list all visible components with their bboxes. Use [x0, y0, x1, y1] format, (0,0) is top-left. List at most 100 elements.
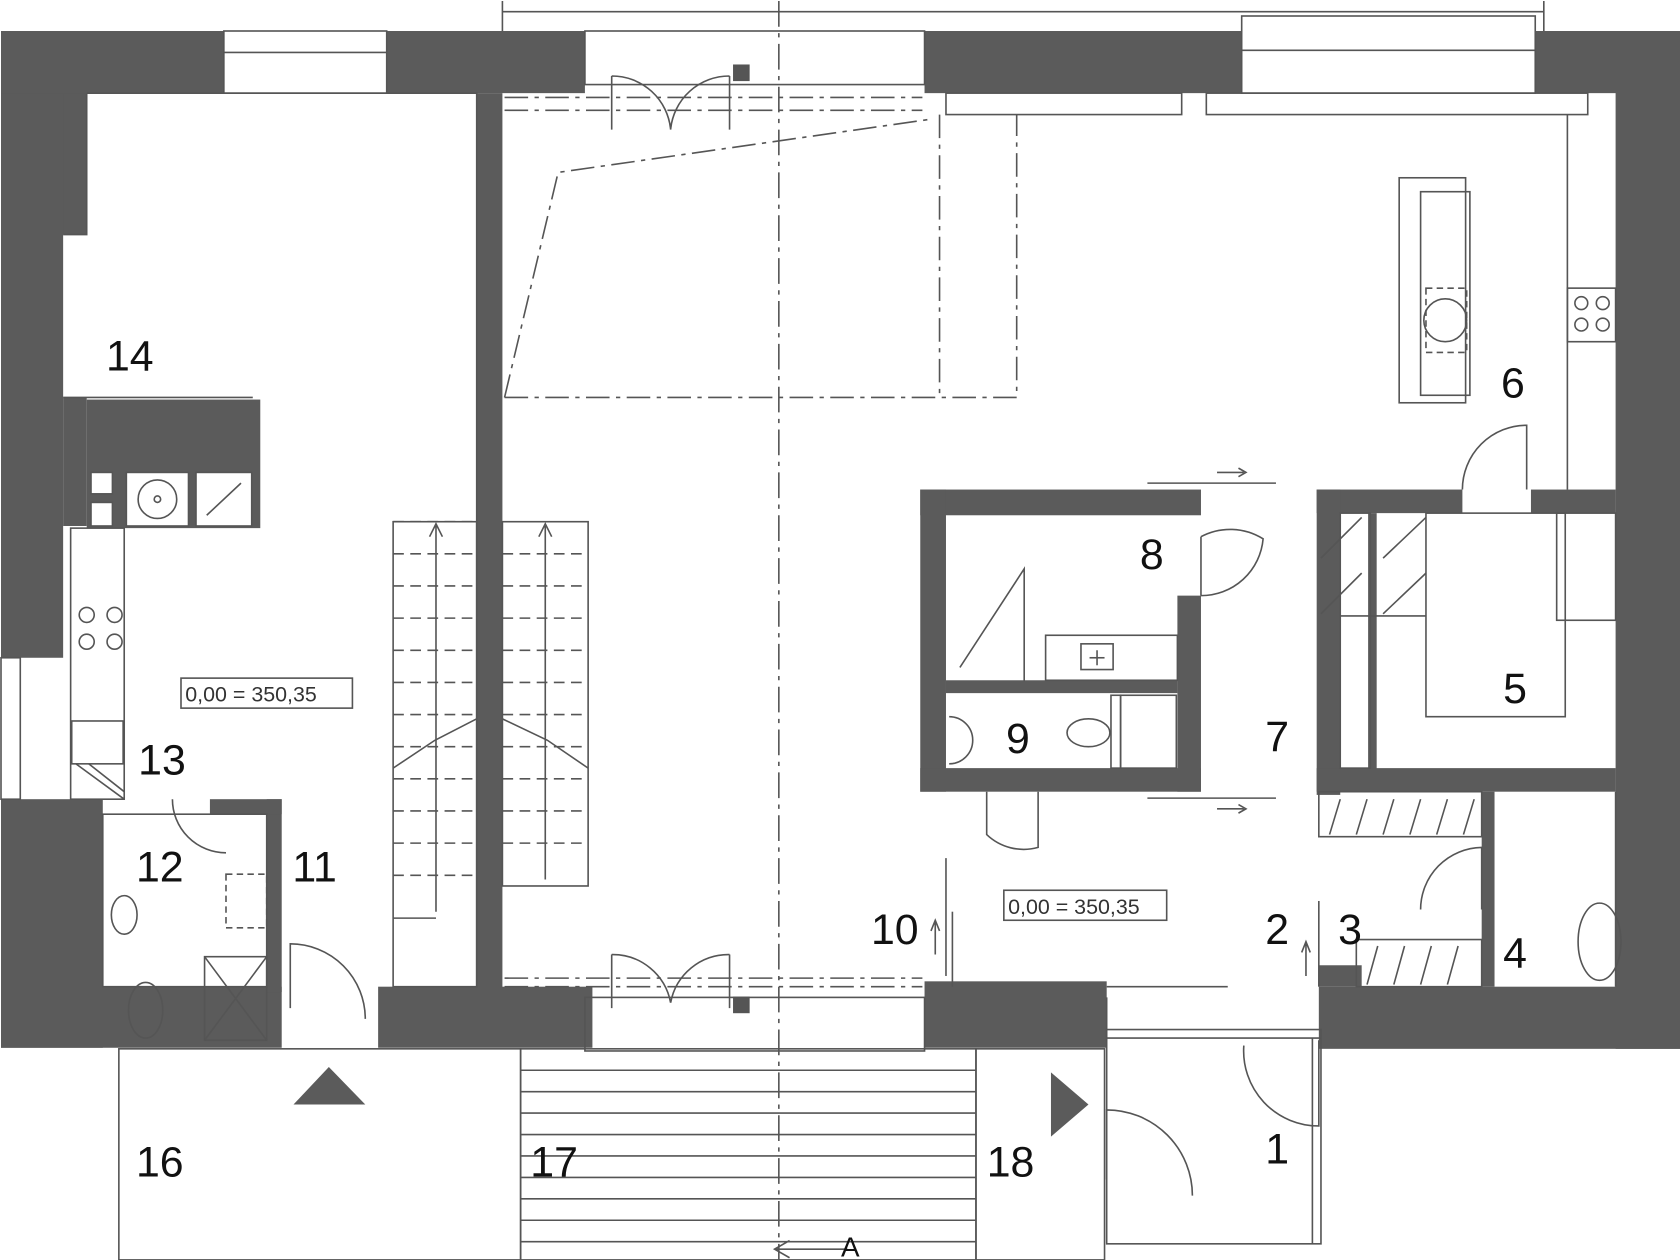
door-swing-icon [610, 75, 731, 130]
room-label-7: 7 [1265, 713, 1289, 761]
void-outline [503, 118, 934, 398]
door-frame-bottom [584, 996, 926, 1052]
wall-top-left-2 [386, 30, 585, 94]
wall-right [1615, 30, 1680, 1049]
door-frame-top [584, 30, 926, 86]
room-label-18: 18 [987, 1138, 1035, 1186]
passage-arrow [1147, 797, 1276, 814]
sink-icon [137, 479, 178, 520]
main-doors [584, 30, 926, 1052]
passage-arrow [1147, 467, 1276, 484]
room-label-8: 8 [1140, 531, 1164, 579]
entrance-arrow-icon [293, 1067, 366, 1105]
room-label-17: 17 [530, 1138, 578, 1186]
wall-wc-left [920, 489, 946, 792]
stair-left [392, 520, 478, 988]
wall-bottom-right [1318, 986, 1680, 1049]
window-left [0, 656, 22, 800]
sink-icon [1423, 298, 1468, 343]
fixtures [78, 287, 1610, 651]
wall-r5-mid [1368, 513, 1377, 771]
door-swing-icon [1461, 424, 1528, 490]
room-labels: 1 2 3 4 5 6 7 8 9 10 11 12 13 14 16 17 1… [106, 333, 1527, 1187]
door-swing-icon [1419, 846, 1483, 910]
stove-icon [78, 606, 96, 624]
stair-arrow-icon [538, 522, 553, 880]
stair-arrow-icon [1300, 939, 1311, 976]
closet-3-upper [1318, 790, 1483, 838]
wall-r3-bottom [1318, 965, 1362, 987]
section-arrow [772, 1239, 848, 1259]
wall-bottom-mid-1 [378, 986, 593, 1048]
toilet-icon [1577, 902, 1622, 982]
wall-bottom-left [1, 986, 282, 1048]
wall-wc-top [920, 489, 1201, 516]
wall-r5-bottom [1316, 768, 1616, 792]
window-top-4 [1205, 92, 1589, 116]
window-top-2 [1240, 15, 1537, 94]
wall-bath12-right [266, 799, 282, 993]
wall-r4-left [1481, 791, 1495, 987]
window-top-1 [223, 30, 388, 94]
entrance-arrow-icon [1050, 1072, 1089, 1137]
level-text: 0,00 = 350,35 [1008, 895, 1140, 919]
sink-icon [949, 715, 974, 765]
wall-bottom-mid-2 [924, 981, 1107, 1048]
closet-3-lower [1355, 938, 1483, 988]
door-swing-icon [1242, 1040, 1320, 1127]
door-swing-icon [1105, 1109, 1194, 1196]
room-label-10: 10 [871, 906, 919, 954]
room-label-4: 4 [1503, 929, 1527, 977]
stairs-17 [519, 1048, 977, 1260]
level-mark-1: 0,00 = 350,35 [180, 677, 354, 709]
kitchen-island [1398, 176, 1467, 404]
toilet-icon [1066, 718, 1111, 748]
wall-top-left [1, 30, 224, 94]
room-label-3: 3 [1338, 906, 1362, 954]
room-label-1: 1 [1265, 1125, 1289, 1173]
toilet-icon [127, 981, 164, 1039]
room-label-9: 9 [1006, 715, 1030, 763]
stairs [392, 520, 589, 988]
wall-left-outer-2 [1, 30, 64, 658]
wall-r5-top-a [1316, 489, 1463, 514]
wall-wc-right [1177, 595, 1201, 792]
room-label-11: 11 [292, 844, 336, 892]
stair-right [501, 520, 589, 887]
wall-wc-mid [945, 680, 1178, 694]
wall-wc-bottom [920, 768, 1201, 792]
window-top-3 [945, 92, 1183, 116]
wall-r5-left [1316, 489, 1341, 795]
wall-bath12-top [209, 799, 282, 815]
wall-left-pier [63, 397, 87, 526]
room-label-13: 13 [138, 737, 186, 785]
stair-arrow-icon [428, 522, 444, 912]
sink-icon [110, 894, 138, 935]
wall-top-mid [924, 30, 1242, 94]
walls [1, 30, 1680, 1049]
stove-icon [206, 482, 242, 516]
windows [0, 1, 1589, 800]
section-label: A [841, 1232, 860, 1260]
stair-arrow-icon [930, 918, 941, 955]
stove-icon [1574, 295, 1589, 311]
room-label-16: 16 [136, 1138, 184, 1186]
interior-lines [63, 1, 1622, 1260]
room-label-6: 6 [1501, 359, 1525, 407]
wall-spine [476, 93, 503, 1004]
door-swing-icon [171, 799, 226, 854]
level-mark-2: 0,00 = 350,35 [1003, 889, 1168, 922]
door-swing-icon [985, 791, 1039, 851]
door-swing-icon [1200, 528, 1264, 597]
door-swing-icon [289, 943, 367, 1019]
kitchen-counter [69, 527, 126, 800]
shower-icon [203, 955, 268, 1042]
wall-r5-top-b [1530, 489, 1616, 514]
room-label-12: 12 [136, 844, 184, 892]
level-text: 0,00 = 350,35 [185, 683, 317, 707]
room-label-5: 5 [1503, 665, 1527, 713]
room-label-14: 14 [106, 333, 154, 381]
room-label-2: 2 [1265, 906, 1289, 954]
